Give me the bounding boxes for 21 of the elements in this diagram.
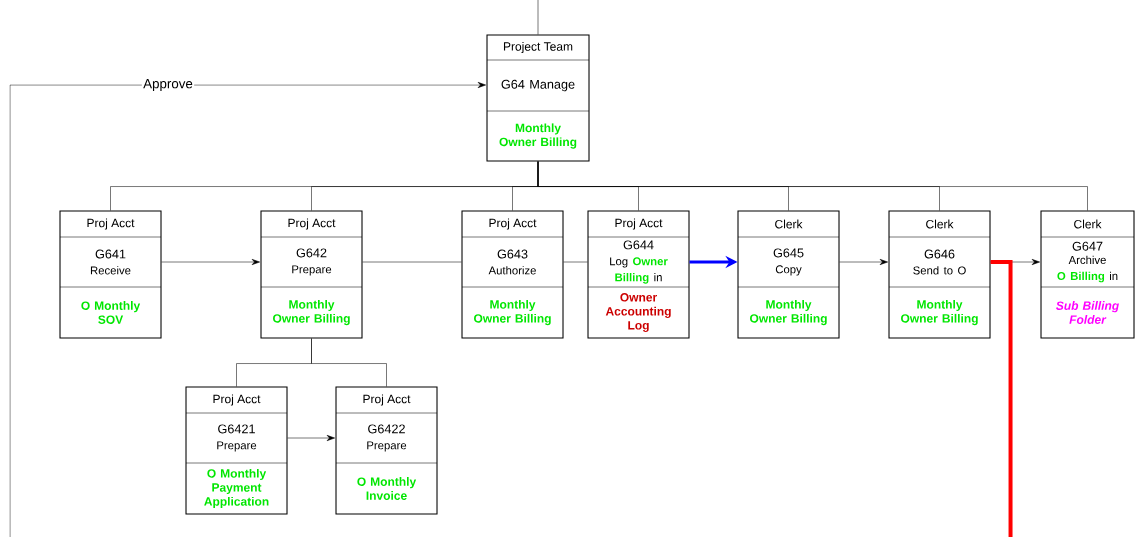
arrow xyxy=(839,259,888,265)
arrow xyxy=(287,435,335,441)
process-card: Proj Acct G643 Authorize Monthly Owner Billing xyxy=(461,210,564,339)
connector-line xyxy=(362,261,462,263)
process-card: Proj Acct G641 Receive O Monthly SOV xyxy=(59,210,162,339)
connector-line xyxy=(537,161,1088,211)
connector-line xyxy=(990,260,1013,537)
process-card: Proj Acct G644 Log Owner Billing in Owner Accounting Log xyxy=(587,210,690,339)
connector-line xyxy=(311,338,387,387)
process-card: Proj Acct G6422 Prepare O Monthly Invoice xyxy=(335,386,438,515)
edge-label: Approve xyxy=(141,77,195,93)
process-card: Proj Acct G6421 Prepare O Monthly Payment Application xyxy=(185,386,288,515)
process-card: Proj Acct G642 Prepare Monthly Owner Billing xyxy=(260,210,363,339)
connector-line xyxy=(563,261,588,263)
arrow xyxy=(161,259,260,265)
process-card: Clerk G645 Copy Monthly Owner Billing xyxy=(737,210,840,339)
process-card: Clerk G647 Archive O Billing in Sub Billing Folder xyxy=(1040,210,1135,339)
process-card: Project Team G64 Manage Monthly Owner Billing xyxy=(486,34,590,162)
connector-line xyxy=(537,0,539,35)
arrow xyxy=(9,82,486,537)
process-card: Clerk G646 Send to O Monthly Owner Billing xyxy=(888,210,991,339)
